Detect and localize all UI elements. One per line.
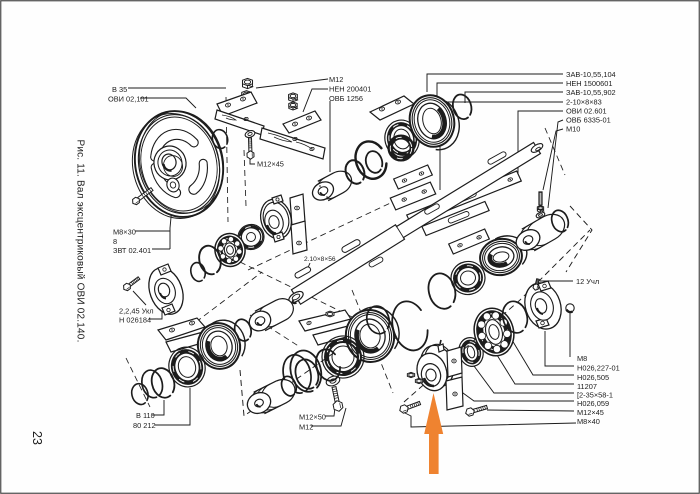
- svg-text:2,2,45 Укл: 2,2,45 Укл: [119, 307, 154, 316]
- svg-text:ЗАВ-10,55,902: ЗАВ-10,55,902: [566, 88, 616, 97]
- svg-text:ОВИ 02.601: ОВИ 02.601: [566, 107, 607, 116]
- svg-text:Н026,505: Н026,505: [577, 373, 609, 382]
- svg-text:М8×30: М8×30: [113, 228, 136, 237]
- svg-text:[2-35×58-1: [2-35×58-1: [577, 391, 613, 400]
- svg-text:М8×40: М8×40: [577, 417, 600, 426]
- svg-text:11207: 11207: [577, 382, 597, 391]
- svg-text:М8: М8: [577, 354, 587, 363]
- svg-text:ОВБ 1256: ОВБ 1256: [329, 94, 363, 103]
- svg-text:12 Учл: 12 Учл: [576, 277, 599, 286]
- svg-text:8: 8: [113, 237, 117, 246]
- svg-text:В 110: В 110: [136, 411, 155, 420]
- svg-text:М12×45: М12×45: [577, 408, 604, 417]
- svg-text:М12×50: М12×50: [299, 413, 326, 422]
- svg-text:НЕН 200401: НЕН 200401: [329, 85, 371, 94]
- svg-text:М12×45: М12×45: [257, 160, 284, 169]
- svg-text:2-10×8×83: 2-10×8×83: [566, 98, 602, 107]
- svg-text:Н 026184: Н 026184: [119, 316, 151, 325]
- svg-text:НЕН 1500601: НЕН 1500601: [566, 79, 612, 88]
- svg-text:Н026,227-01: Н026,227-01: [577, 364, 620, 373]
- svg-text:80 212: 80 212: [133, 421, 156, 430]
- svg-text:ЗВТ 02.401: ЗВТ 02.401: [113, 246, 151, 255]
- svg-text:М12: М12: [329, 75, 343, 84]
- svg-text:2.10×8×56: 2.10×8×56: [304, 256, 336, 263]
- svg-text:М10: М10: [566, 125, 580, 134]
- svg-text:В 35: В 35: [112, 85, 127, 94]
- svg-text:Н026,059: Н026,059: [577, 399, 609, 408]
- svg-text:ЗАВ-10,55,104: ЗАВ-10,55,104: [566, 70, 616, 79]
- svg-text:ОВБ 6335-01: ОВБ 6335-01: [566, 116, 611, 125]
- svg-text:ОВИ 02,101: ОВИ 02,101: [108, 95, 149, 104]
- svg-text:М12: М12: [299, 423, 313, 432]
